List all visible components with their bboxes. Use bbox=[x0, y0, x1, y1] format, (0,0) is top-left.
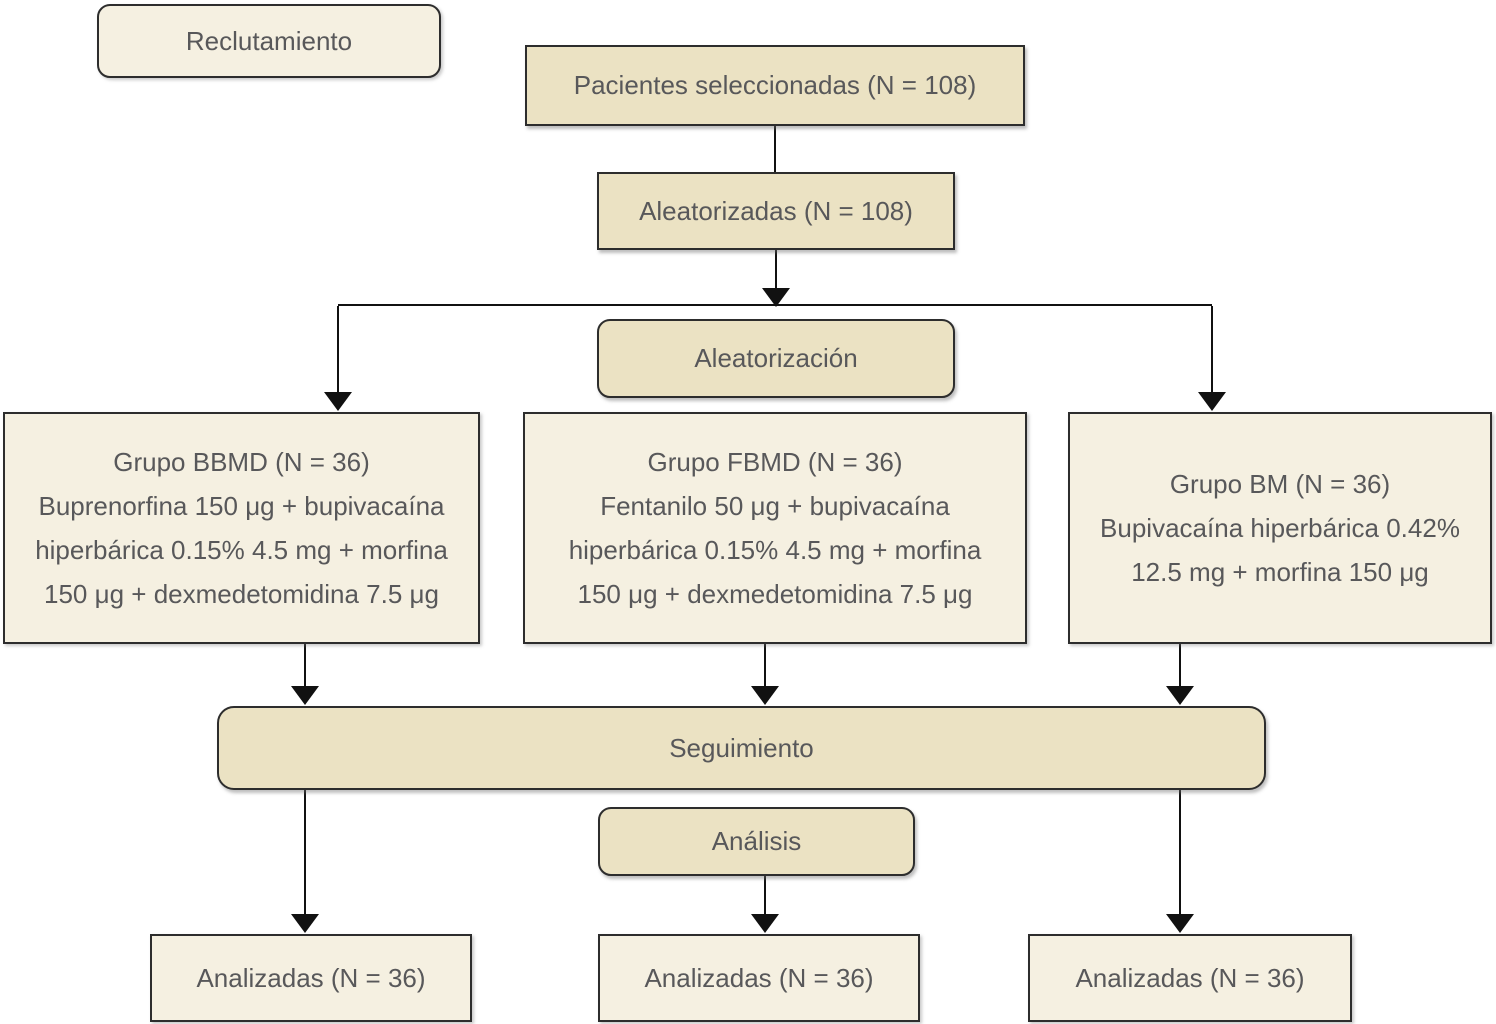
analyzed-box-3: Analizadas (N = 36) bbox=[1028, 934, 1352, 1022]
group-bm-box: Grupo BM (N = 36) Bupivacaína hiperbáric… bbox=[1068, 412, 1492, 644]
group-fbmd-box: Grupo FBMD (N = 36) Fentanilo 50 μg + bu… bbox=[523, 412, 1027, 644]
arrowhead-followup-center bbox=[751, 686, 779, 705]
arrowhead-analyzed-1 bbox=[291, 914, 319, 933]
analyzed-box-1: Analizadas (N = 36) bbox=[150, 934, 472, 1022]
group-bbmd-line: hiperbárica 0.15% 4.5 mg + morfina bbox=[35, 535, 448, 565]
analyzed-label-1: Analizadas (N = 36) bbox=[196, 962, 426, 993]
group-fbmd-line: Fentanilo 50 μg + bupivacaína bbox=[600, 491, 950, 521]
recruitment-stage-box: Reclutamiento bbox=[97, 4, 441, 78]
arrowhead-analyzed-3 bbox=[1166, 914, 1194, 933]
analyzed-label-2: Analizadas (N = 36) bbox=[644, 962, 874, 993]
analyzed-label-3: Analizadas (N = 36) bbox=[1075, 962, 1305, 993]
group-bbmd-line: Buprenorfina 150 μg + bupivacaína bbox=[38, 491, 445, 521]
group-fbmd-line: hiperbárica 0.15% 4.5 mg + morfina bbox=[568, 535, 982, 565]
arrowhead-analyzed-2 bbox=[751, 914, 779, 933]
arrowhead-group-bm bbox=[1198, 392, 1226, 411]
followup-stage-label: Seguimiento bbox=[669, 732, 814, 763]
recruitment-stage-label: Reclutamiento bbox=[185, 25, 353, 56]
group-fbmd-line: 150 μg + dexmedetomidina 7.5 μg bbox=[577, 579, 973, 609]
randomized-box: Aleatorizadas (N = 108) bbox=[597, 172, 955, 250]
group-bm-line: Grupo BM (N = 36) bbox=[1169, 469, 1391, 499]
arrowhead-followup-left bbox=[291, 686, 319, 705]
group-bbmd-line: Grupo BBMD (N = 36) bbox=[113, 447, 370, 477]
randomization-stage-label: Aleatorización bbox=[694, 343, 858, 374]
selected-patients-box: Pacientes seleccionadas (N = 108) bbox=[525, 45, 1025, 126]
group-fbmd-line: Grupo FBMD (N = 36) bbox=[647, 447, 903, 477]
arrowhead-followup-right bbox=[1166, 686, 1194, 705]
analyzed-box-2: Analizadas (N = 36) bbox=[598, 934, 920, 1022]
arrowhead-group-bbmd bbox=[324, 392, 352, 411]
followup-stage-box: Seguimiento bbox=[217, 706, 1266, 790]
group-bbmd-line: 150 μg + dexmedetomidina 7.5 μg bbox=[44, 579, 439, 609]
randomized-label: Aleatorizadas (N = 108) bbox=[639, 195, 913, 226]
analysis-stage-box: Análisis bbox=[598, 807, 915, 876]
group-bm-line: 12.5 mg + morfina 150 μg bbox=[1131, 557, 1429, 587]
randomization-stage-box: Aleatorización bbox=[597, 319, 955, 398]
group-bbmd-box: Grupo BBMD (N = 36) Buprenorfina 150 μg … bbox=[3, 412, 480, 644]
group-bm-line: Bupivacaína hiperbárica 0.42% bbox=[1100, 513, 1460, 543]
arrowhead-split bbox=[762, 288, 790, 307]
analysis-stage-label: Análisis bbox=[711, 826, 802, 857]
selected-patients-label: Pacientes seleccionadas (N = 108) bbox=[573, 70, 977, 101]
